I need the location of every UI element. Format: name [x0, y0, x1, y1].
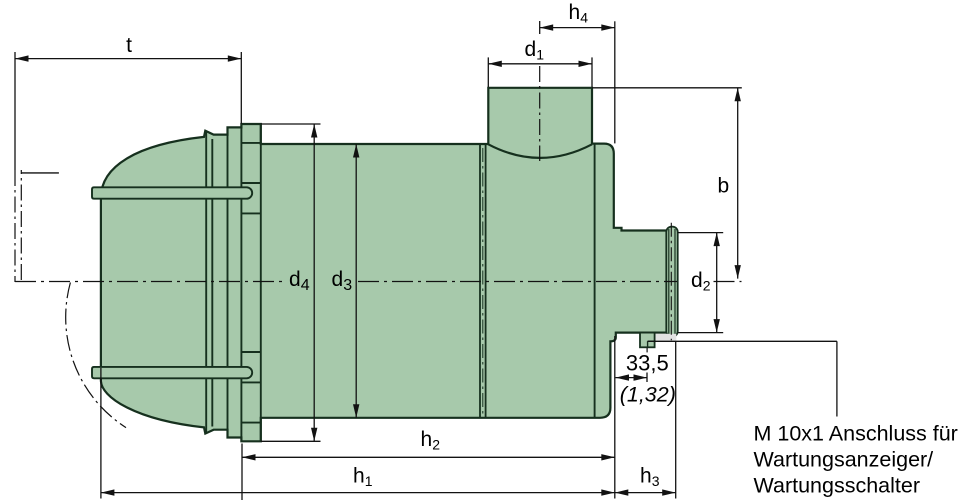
svg-text:h4: h4: [569, 1, 589, 26]
svg-text:h3: h3: [640, 464, 660, 489]
svg-text:M 10x1 Anschluss für: M 10x1 Anschluss für: [754, 422, 958, 446]
svg-text:b: b: [718, 175, 730, 198]
svg-text:t: t: [126, 34, 132, 57]
svg-text:h1: h1: [353, 464, 373, 489]
svg-text:Wartungsanzeiger/: Wartungsanzeiger/: [754, 448, 934, 472]
svg-text:33,5: 33,5: [626, 351, 669, 376]
svg-text:Wartungsschalter: Wartungsschalter: [754, 474, 921, 498]
svg-text:d2: d2: [691, 269, 711, 294]
svg-text:h2: h2: [421, 428, 441, 453]
svg-text:d1: d1: [525, 38, 545, 63]
svg-text:(1,32): (1,32): [620, 383, 676, 407]
